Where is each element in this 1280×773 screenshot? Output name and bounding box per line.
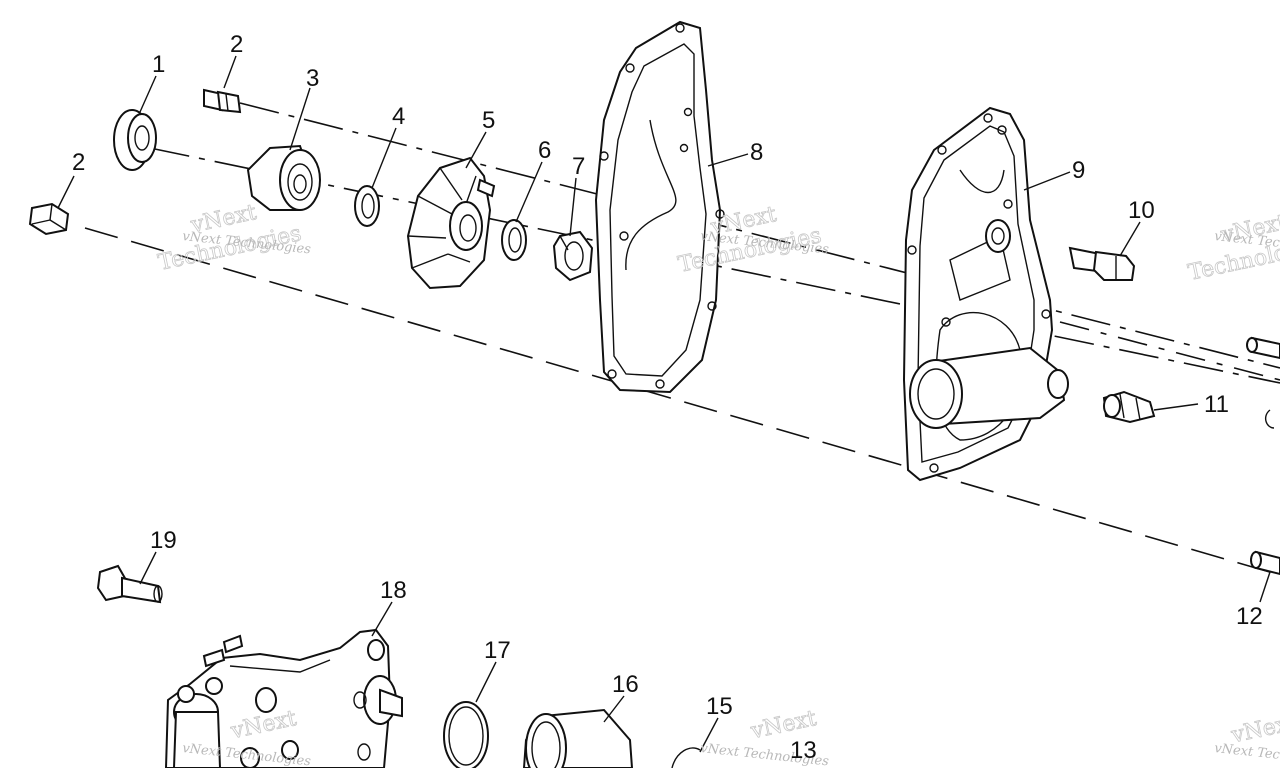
callout-17: 17 xyxy=(484,637,511,664)
callout-7: 7 xyxy=(572,153,585,180)
part-ring-small xyxy=(671,747,701,769)
leader-19 xyxy=(139,551,157,585)
leader-3 xyxy=(289,87,311,151)
callout-1: 1 xyxy=(152,51,165,78)
part-pump-cover xyxy=(902,106,1069,482)
leader-12 xyxy=(1259,571,1271,603)
part-bolt-head-left xyxy=(28,202,70,236)
axis-upper xyxy=(239,102,1280,369)
callout-19: 19 xyxy=(150,527,177,554)
part-dowel-pins xyxy=(1246,336,1280,576)
leader-6 xyxy=(515,161,543,223)
callout-16: 16 xyxy=(612,671,639,698)
callout-18: 18 xyxy=(380,577,407,604)
axis-lower xyxy=(84,227,1280,576)
leader-2-upper xyxy=(223,55,237,89)
part-pump-housing xyxy=(164,628,403,769)
assembly-axes xyxy=(84,102,1280,576)
callout-5: 5 xyxy=(482,107,495,134)
leader-8 xyxy=(707,153,749,167)
part-impeller xyxy=(406,156,496,290)
part-elbow-fitting xyxy=(1102,390,1156,424)
part-pin-upper xyxy=(203,88,242,114)
callout-9: 9 xyxy=(1072,157,1085,184)
axis-right xyxy=(1059,321,1280,381)
callout-2-left: 2 xyxy=(72,149,85,176)
callout-12: 12 xyxy=(1236,603,1263,630)
leader-10 xyxy=(1119,221,1141,257)
callout-13: 13 xyxy=(790,737,817,764)
part-sleeve xyxy=(522,708,634,773)
callout-15: 15 xyxy=(706,693,733,720)
part-washer-small xyxy=(354,185,380,227)
leader-18 xyxy=(371,601,393,637)
callout-8: 8 xyxy=(750,139,763,166)
leader-lines xyxy=(57,55,1271,753)
part-o-ring xyxy=(443,701,489,771)
part-nut xyxy=(552,230,594,282)
callout-4: 4 xyxy=(392,103,405,130)
leader-5 xyxy=(465,131,487,169)
leader-9 xyxy=(1023,171,1071,191)
leader-16 xyxy=(603,695,625,723)
callout-2-upper: 2 xyxy=(230,31,243,58)
leader-15 xyxy=(699,717,719,753)
axis-middle xyxy=(149,147,1280,384)
callout-labels: 1 2 3 4 5 6 7 8 9 10 11 2 19 18 17 16 15… xyxy=(72,31,1263,764)
leader-2-left xyxy=(57,175,75,209)
leader-7 xyxy=(569,177,577,237)
part-bolt xyxy=(96,564,163,604)
leader-11 xyxy=(1153,403,1199,411)
watermark-text-6: vNext Technologies xyxy=(1214,741,1280,768)
part-gasket xyxy=(594,20,725,394)
callout-11: 11 xyxy=(1204,391,1229,418)
leader-1 xyxy=(139,75,157,113)
callout-3: 3 xyxy=(306,65,319,92)
part-seal xyxy=(113,109,157,171)
part-bearing xyxy=(246,144,321,211)
leader-4 xyxy=(371,127,397,189)
part-washer-medium xyxy=(501,219,527,261)
callout-10: 10 xyxy=(1128,197,1155,224)
part-sensor xyxy=(1068,246,1136,281)
leader-17 xyxy=(475,661,497,703)
callout-6: 6 xyxy=(538,137,551,164)
